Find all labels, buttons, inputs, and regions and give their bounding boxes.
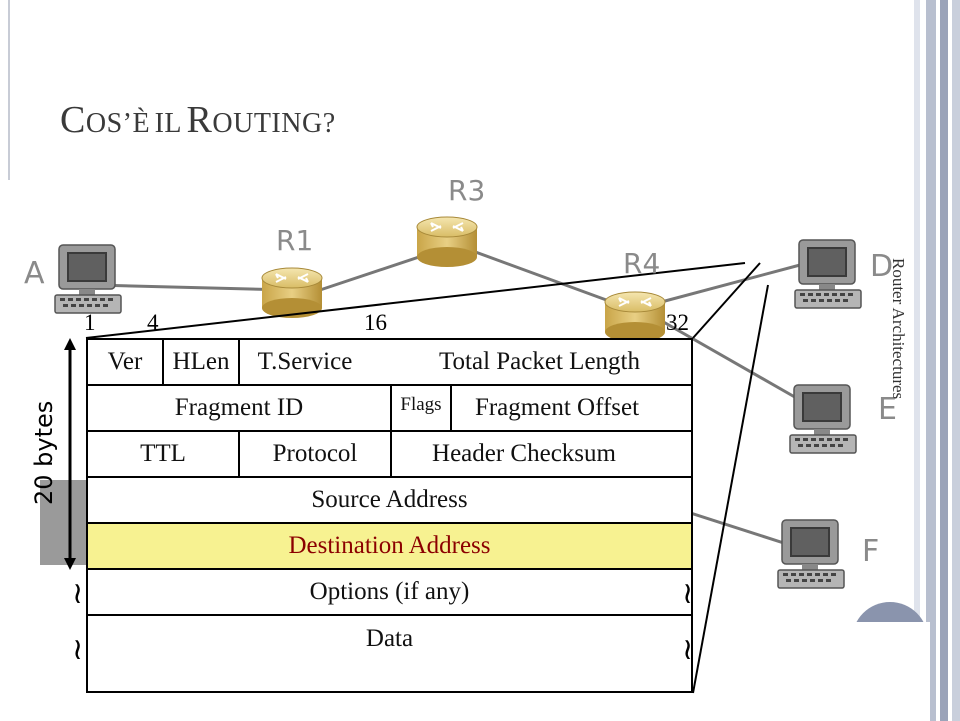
router-r1-label: R1 [276, 224, 314, 257]
host-e-computer-icon [789, 384, 857, 454]
break-mark-left-1: ≀ [72, 576, 84, 611]
field-protocol: Protocol [272, 440, 358, 467]
host-d-label: D [870, 249, 894, 284]
header-row-4: Source Address [88, 478, 691, 524]
host-f-label: F [862, 534, 880, 569]
break-mark-left-2: ≀ [72, 632, 84, 667]
field-destination-address: Destination Address [288, 532, 491, 559]
field-version: Ver [107, 348, 143, 375]
field-ttl: TTL [140, 440, 186, 467]
break-mark-right-2: ≀ [682, 632, 694, 667]
router-r4-label: R4 [623, 247, 661, 280]
side-caption: Router Architectures [889, 258, 908, 400]
field-source-address: Source Address [311, 486, 468, 513]
field-data: Data [365, 625, 414, 652]
break-mark-right-1: ≀ [682, 576, 694, 611]
host-a-computer-icon [54, 244, 122, 314]
host-e-label: E [878, 392, 897, 427]
field-fragment-id: Fragment ID [174, 394, 304, 421]
bit-position-16: 16 [364, 310, 387, 335]
bit-position-32: 32 [666, 310, 689, 335]
router-r3-icon [416, 216, 478, 268]
host-a-label: A [24, 256, 45, 291]
field-type-of-service: T.Service [257, 348, 353, 375]
field-fragment-offset: Fragment Offset [474, 394, 640, 421]
field-options: Options (if any) [309, 578, 470, 605]
slide-left-rule [8, 0, 10, 180]
host-d-computer-icon [794, 239, 862, 309]
header-row-2: Fragment ID Flags Fragment Offset [88, 386, 691, 432]
router-r1-icon [261, 267, 323, 319]
header-row-1: Ver HLen T.Service Total Packet Length [88, 340, 691, 386]
router-r4-icon [604, 291, 666, 343]
field-header-length: HLen [172, 348, 230, 375]
host-b-computer-icon [40, 480, 86, 565]
header-row-6: Options (if any) [88, 570, 691, 616]
field-total-length: Total Packet Length [439, 348, 640, 375]
field-flags: Flags [400, 394, 442, 415]
slide-title: COS’È IL ROUTING? [60, 99, 336, 141]
header-row-3: TTL Protocol Header Checksum [88, 432, 691, 478]
bit-position-4: 4 [147, 310, 159, 335]
header-row-5: Destination Address [88, 524, 691, 570]
ip-header-diagram: Ver HLen T.Service Total Packet Length F… [86, 338, 693, 693]
router-r3-label: R3 [448, 174, 486, 207]
header-row-data: Data [88, 616, 691, 691]
header-size-label: 20 bytes [30, 400, 58, 505]
field-header-checksum: Header Checksum [432, 440, 616, 467]
bit-position-1: 1 [84, 310, 96, 335]
slide-edge-decoration [912, 0, 960, 721]
host-f-computer-icon [777, 519, 845, 589]
